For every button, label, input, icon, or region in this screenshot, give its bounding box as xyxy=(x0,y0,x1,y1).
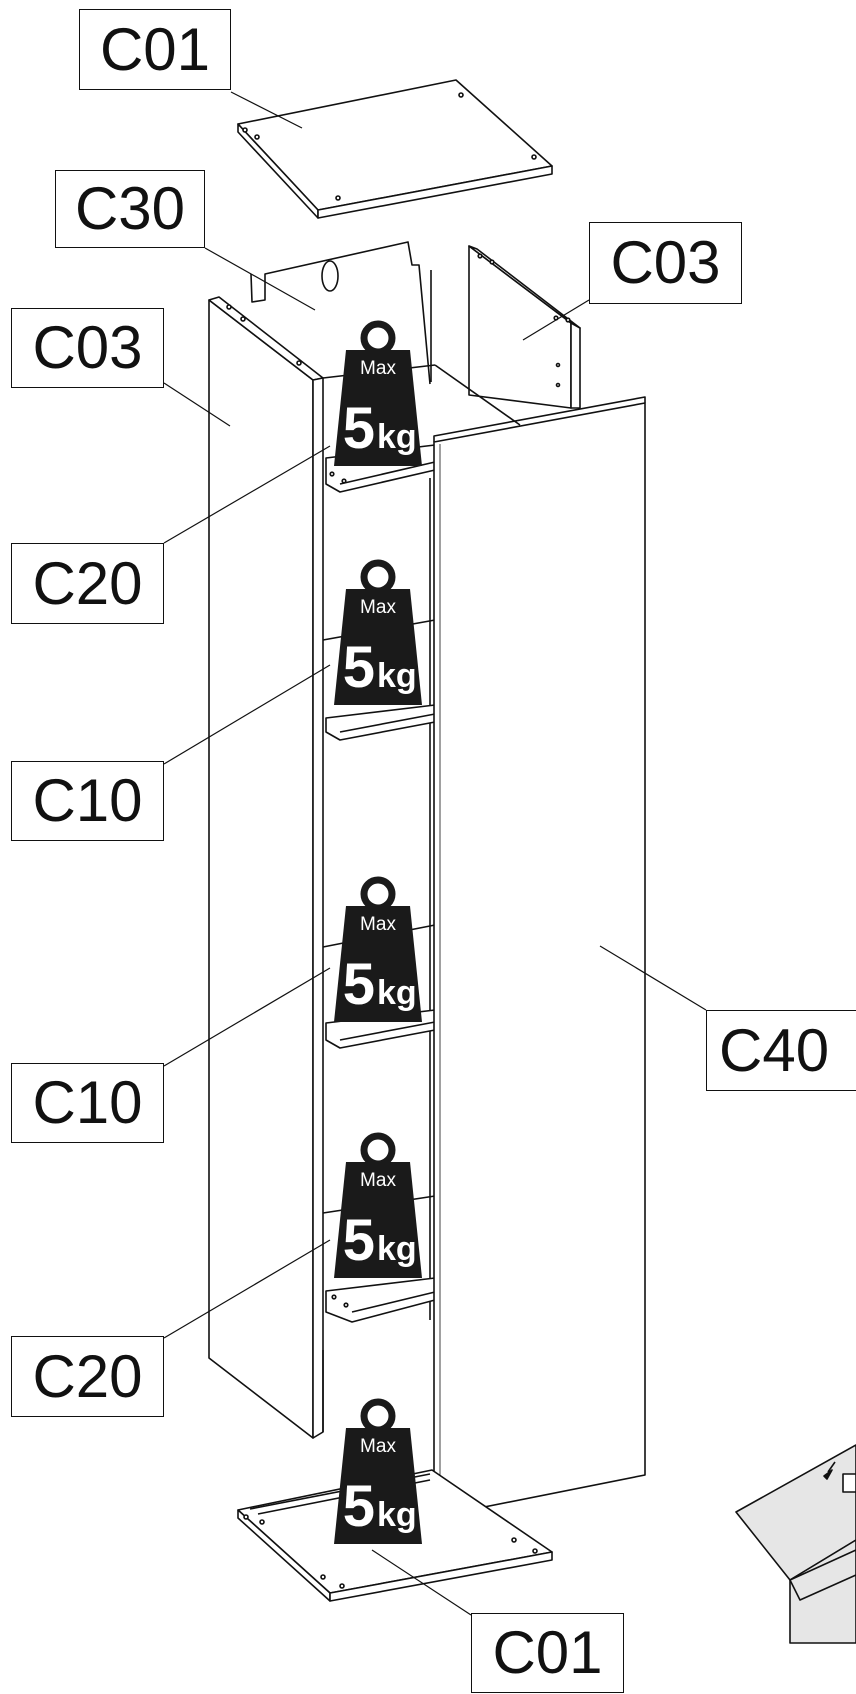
label-c03-left: C03 xyxy=(11,308,164,388)
label-c10-upper: C10 xyxy=(11,761,164,841)
left-side-panel-c03 xyxy=(208,296,324,1439)
weight-value: 5 xyxy=(343,635,375,700)
weight-handle-icon xyxy=(360,1132,396,1168)
weight-handle-icon xyxy=(360,876,396,912)
label-c30: C30 xyxy=(55,170,205,248)
weight-value: 5 xyxy=(343,1474,375,1539)
weight-body-icon xyxy=(334,589,422,705)
label-c20-bottom: C20 xyxy=(11,1336,164,1417)
label-c20-top: C20 xyxy=(11,543,164,624)
weight-unit: kg xyxy=(377,418,417,456)
packaging-box-icon xyxy=(735,1444,856,1644)
weight-unit: kg xyxy=(377,1496,417,1534)
weight-max-label: Max xyxy=(360,914,396,935)
weight-unit: kg xyxy=(377,657,417,695)
right-side-panel-c03 xyxy=(468,245,581,409)
door-panel-c40 xyxy=(433,396,646,1518)
weight-max-label: Max xyxy=(360,1170,396,1191)
label-c01-bottom: C01 xyxy=(471,1613,624,1693)
weight-body-icon xyxy=(334,906,422,1022)
top-panel-c01 xyxy=(237,79,553,219)
weight-max-label: Max xyxy=(360,597,396,618)
weight-unit: kg xyxy=(377,1230,417,1268)
weight-value: 5 xyxy=(343,952,375,1017)
leader-lines xyxy=(163,91,707,1616)
weight-max-label: Max xyxy=(360,358,396,379)
label-c01-top: C01 xyxy=(79,9,231,90)
weight-handle-icon xyxy=(360,559,396,595)
weight-handle-icon xyxy=(360,1398,396,1434)
weight-body-icon xyxy=(334,350,422,466)
weight-unit: kg xyxy=(377,974,417,1012)
weight-max-label: Max xyxy=(360,1436,396,1457)
weight-value: 5 xyxy=(343,396,375,461)
label-c03-right: C03 xyxy=(589,222,742,304)
weight-body-icon xyxy=(334,1162,422,1278)
weight-body-icon xyxy=(334,1428,422,1544)
weight-value: 5 xyxy=(343,1208,375,1273)
label-c10-lower: C10 xyxy=(11,1063,164,1143)
label-c40: C40 xyxy=(706,1010,856,1091)
